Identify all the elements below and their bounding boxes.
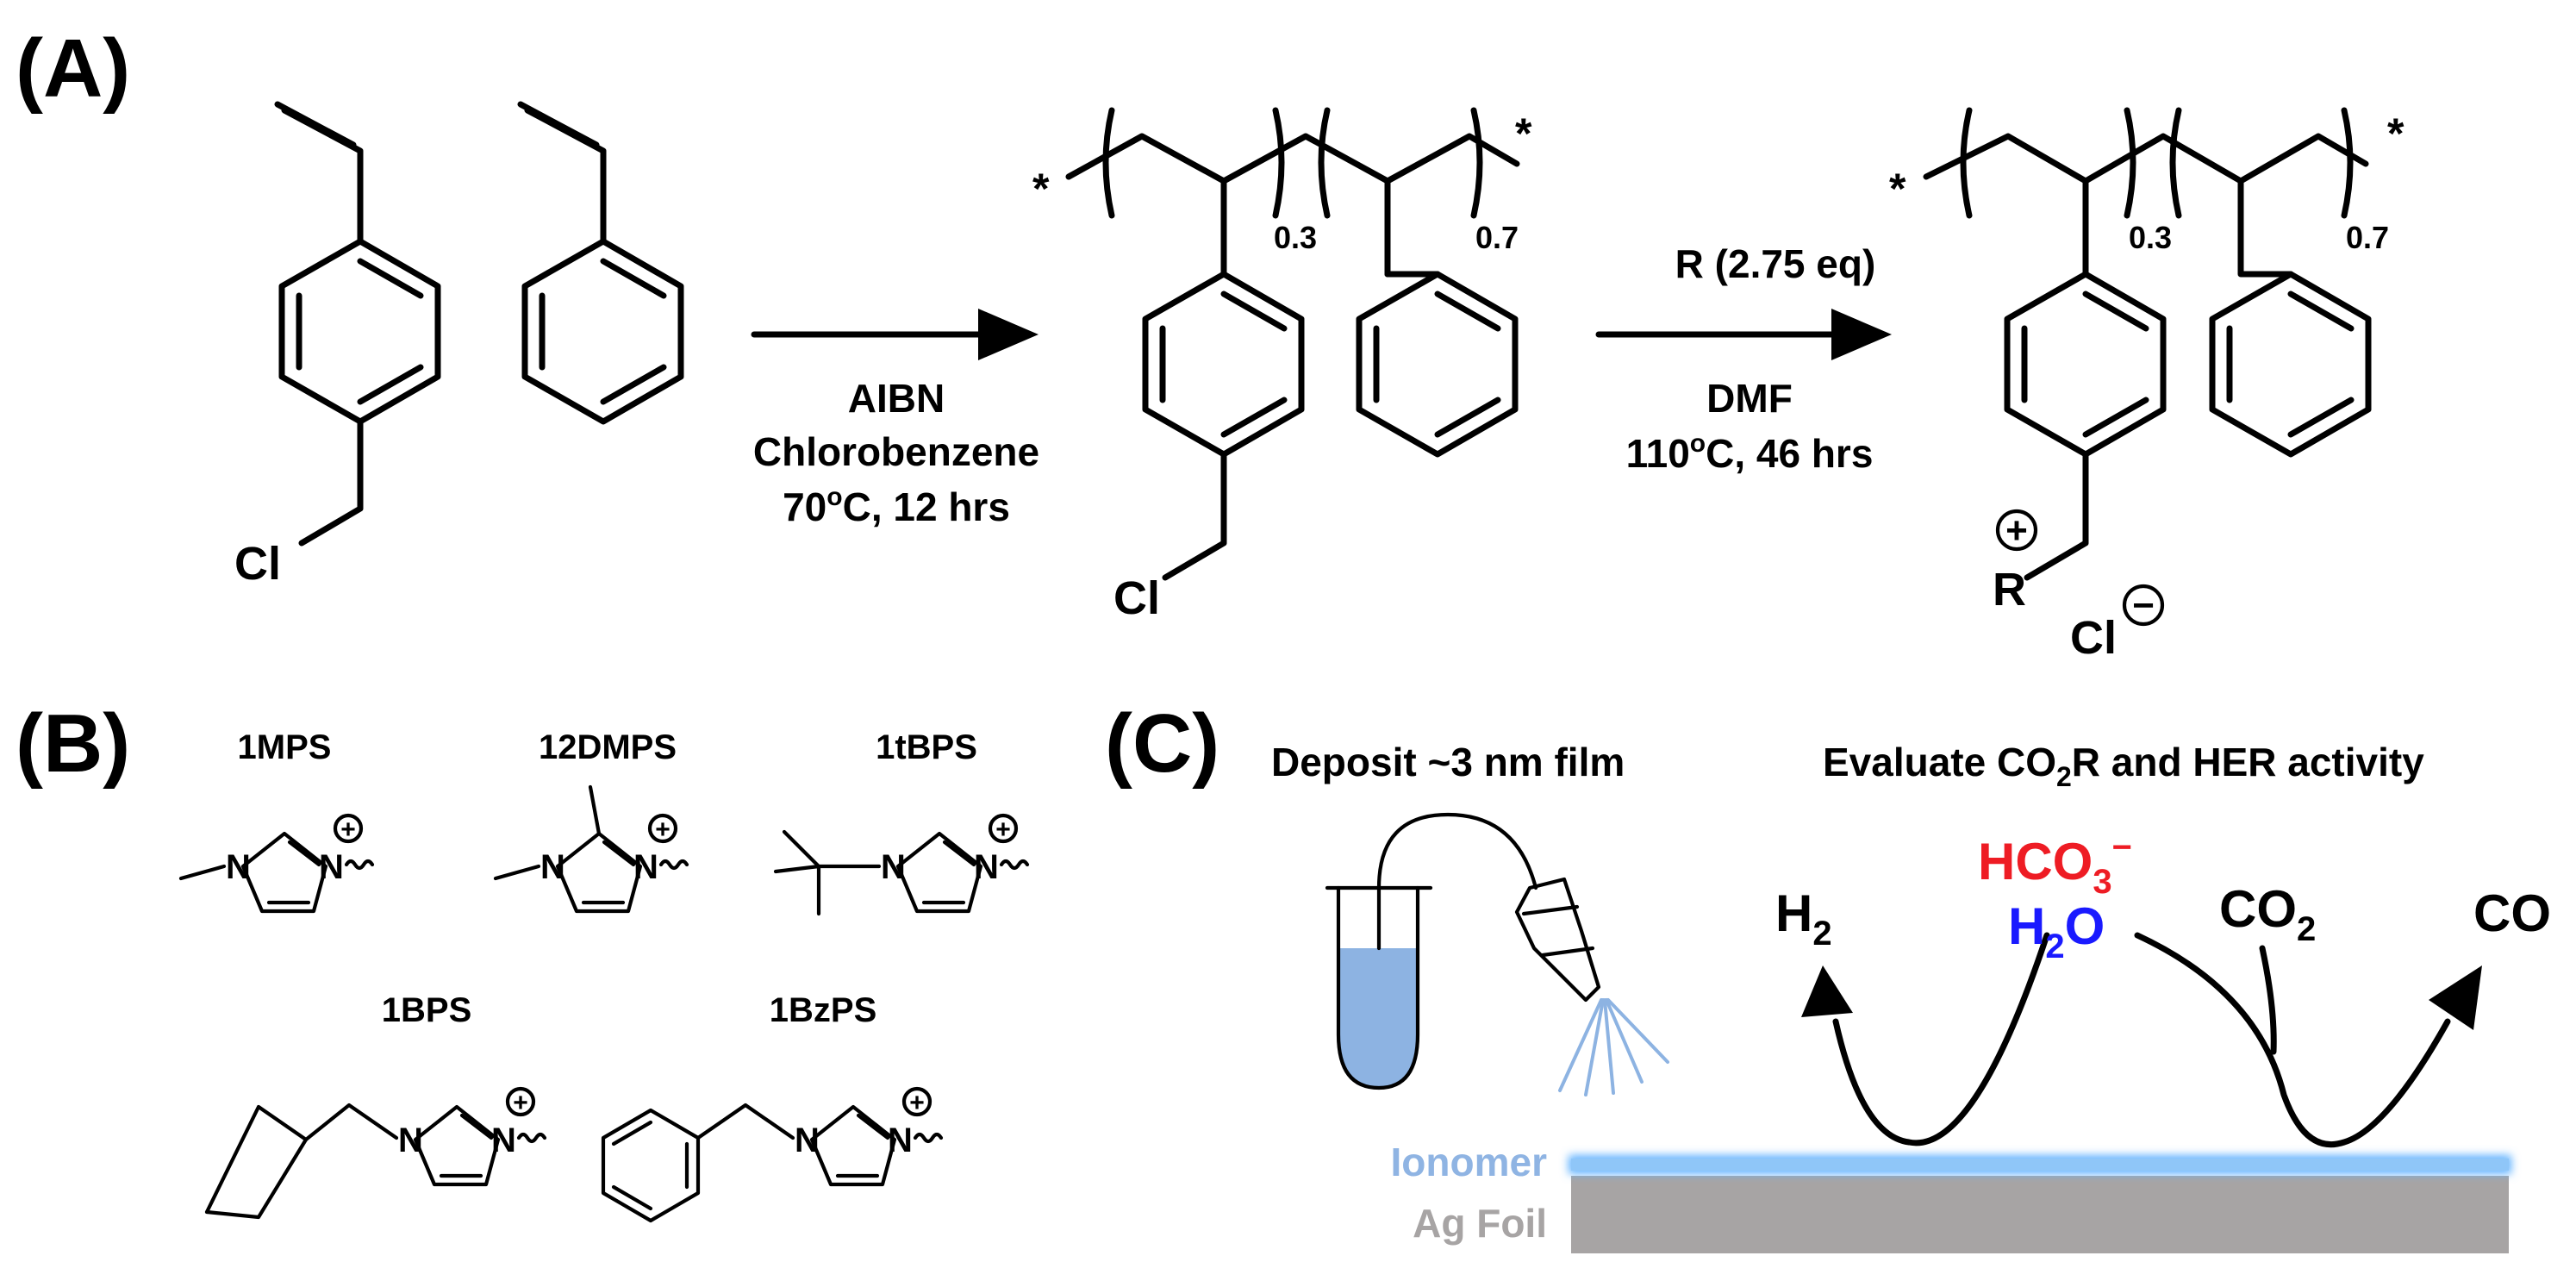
- panel-b: (B) 1MPS 12DMPS 1tBPS 1BPS 1BzPS N N + N: [16, 697, 1030, 1223]
- svg-text:N: N: [491, 1121, 516, 1159]
- imidazolium-1bps: N N +: [204, 1086, 547, 1220]
- spray-deposition-icon: [1325, 812, 1669, 1096]
- ag-foil-label: Ag Foil: [1413, 1201, 1547, 1246]
- svg-text:N: N: [319, 848, 344, 886]
- svg-text:+: +: [655, 815, 671, 844]
- cation-label-1mps: 1MPS: [238, 728, 332, 766]
- svg-text:N: N: [888, 1121, 913, 1159]
- r-group: R: [1993, 564, 2026, 615]
- arrow2-reagent: R (2.75 eq): [1675, 241, 1876, 286]
- cation-label-12dmps: 12DMPS: [539, 728, 677, 766]
- ag-foil: [1571, 1176, 2509, 1253]
- cl-minus-sign: −: [2132, 584, 2155, 627]
- co2-reactant: CO2: [2219, 880, 2316, 948]
- reaction-arrow-1: AIBN Chlorobenzene 70oC, 12 hrs: [751, 309, 1039, 529]
- imidazolium-1tbps: N N +: [773, 813, 1030, 916]
- cation-label-1bps: 1BPS: [382, 991, 472, 1029]
- arrow2-conditions: 110oC, 46 hrs: [1626, 429, 1874, 476]
- panel-a-label: (A): [16, 22, 130, 115]
- polymer2-sub-a: 0.3: [2129, 220, 2172, 255]
- panel-b-label: (B): [16, 697, 130, 790]
- r-plus-sign: +: [2005, 509, 2028, 552]
- svg-text:N: N: [398, 1121, 423, 1159]
- bicarbonate-label: HCO3−: [1978, 828, 2132, 901]
- her-pathway: H2: [1775, 884, 2050, 1146]
- panel-c-label: (C): [1105, 697, 1219, 790]
- panel-c: (C) Deposit ~3 nm film Evaluate CO2R and…: [1105, 697, 2551, 1253]
- polymer2-star-right: *: [2387, 109, 2404, 158]
- arrow1-reagent: AIBN: [848, 376, 945, 421]
- imidazolium-1bzps: N N +: [601, 1086, 944, 1223]
- cl-atom-2: Cl: [1113, 572, 1160, 624]
- chloride-ion: Cl: [2070, 612, 2117, 664]
- cl-atom-1: Cl: [234, 538, 281, 590]
- svg-text:N: N: [881, 848, 906, 886]
- polymer2-star-left: *: [1889, 165, 1906, 213]
- h2-product: H2: [1775, 884, 1832, 953]
- svg-text:+: +: [340, 815, 356, 844]
- svg-text:N: N: [540, 848, 565, 886]
- imidazolium-1mps: N N +: [178, 813, 375, 914]
- evaluate-title: Evaluate CO2R and HER activity: [1823, 740, 2424, 792]
- chloromethyl-copolymer: * * 0.3 0.7 Cl: [1032, 107, 1532, 624]
- arrow2-solvent: DMF: [1706, 376, 1793, 421]
- reaction-arrow-2: R (2.75 eq) DMF 110oC, 46 hrs: [1595, 241, 1892, 476]
- ionomer-film: [1571, 1159, 2509, 1171]
- svg-text:N: N: [226, 848, 251, 886]
- polymer2-sub-b: 0.7: [2346, 220, 2389, 255]
- svg-text:N: N: [974, 848, 999, 886]
- polymer1-star-left: *: [1032, 165, 1050, 213]
- panel-a: (A) Cl AIBN Chlorobenzene 70oC, 12 hrs *: [16, 22, 2404, 664]
- polymer1-sub-a: 0.3: [1274, 220, 1317, 255]
- deposit-title: Deposit ~3 nm film: [1271, 740, 1625, 784]
- cation-label-1bzps: 1BzPS: [770, 991, 877, 1029]
- arrow1-conditions: 70oC, 12 hrs: [783, 483, 1010, 529]
- imidazolium-12dmps: N N +: [493, 784, 689, 914]
- polymer1-star-right: *: [1515, 109, 1532, 158]
- svg-text:+: +: [909, 1089, 925, 1117]
- polymer1-sub-b: 0.7: [1475, 220, 1519, 255]
- svg-text:+: +: [513, 1089, 528, 1117]
- water-label: H2O: [2008, 897, 2105, 965]
- arrow1-solvent: Chlorobenzene: [753, 429, 1039, 474]
- co2r-pathway: HCO3− H2O CO2 CO: [1978, 828, 2551, 1148]
- styrene-monomer: [517, 101, 684, 425]
- ionomer-copolymer: * * 0.3 0.7 + R Cl −: [1889, 107, 2404, 664]
- svg-text:+: +: [995, 815, 1011, 844]
- vinylbenzyl-chloride-monomer: Cl: [234, 101, 441, 590]
- svg-text:N: N: [795, 1121, 820, 1159]
- svg-text:N: N: [633, 848, 658, 886]
- electrode-stack: Ionomer Ag Foil: [1391, 1140, 2511, 1253]
- ionomer-label: Ionomer: [1391, 1140, 1548, 1184]
- co-product: CO: [2473, 884, 2551, 942]
- cation-label-1tbps: 1tBPS: [876, 728, 977, 766]
